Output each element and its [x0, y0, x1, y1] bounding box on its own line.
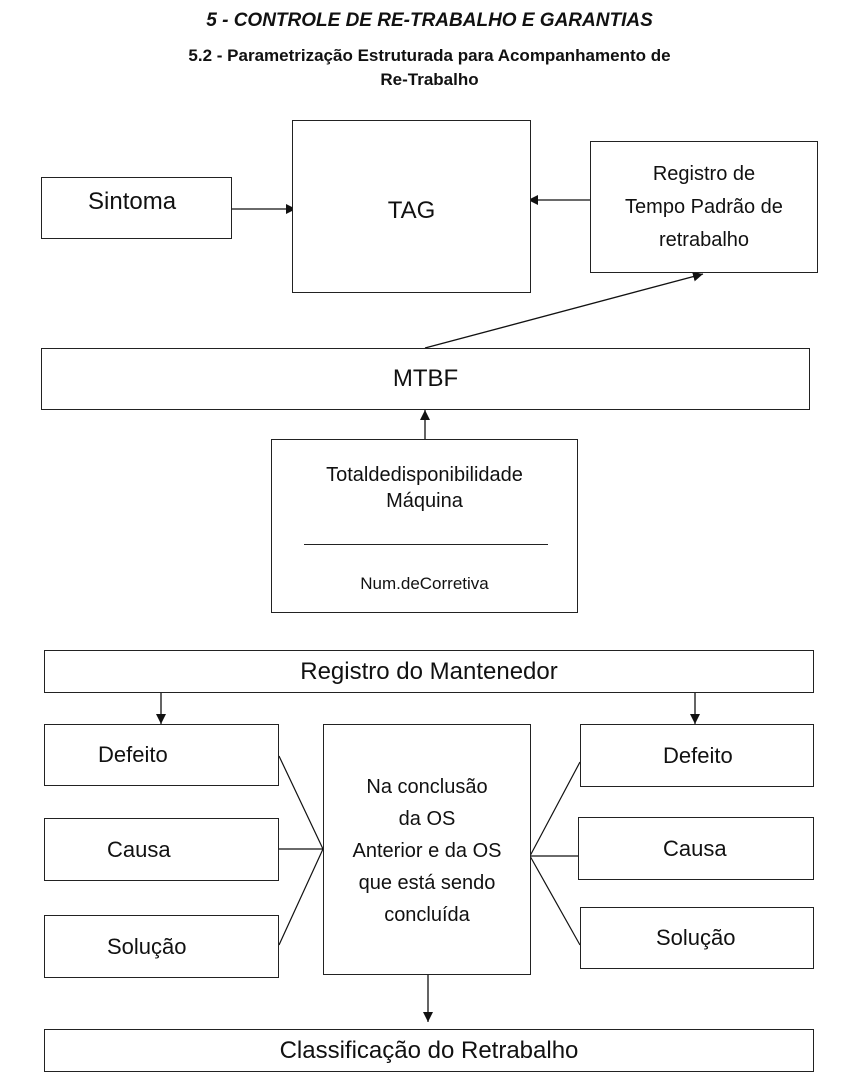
numerator-line-1: Totaldedisponibilidade [326, 464, 523, 486]
registro-tempo-box: Registro de Tempo Padrão de retrabalho [590, 141, 818, 273]
line-left-solucao-to-center [278, 848, 324, 946]
right-solucao-box: Solução [580, 907, 814, 969]
right-defeito-box: Defeito [580, 724, 814, 787]
center-line-1: Na conclusão [366, 776, 488, 798]
center-line-2: da OS [398, 808, 456, 830]
fraction-bar [304, 544, 548, 545]
center-conclusao-box: Na conclusão da OS Anterior e da OS que … [323, 724, 531, 975]
sintoma-box: Sintoma [41, 177, 232, 239]
right-causa-box: Causa [578, 817, 814, 880]
registro-tempo-line-3: retrabalho [658, 228, 750, 251]
line-right-defeito-to-center [529, 761, 581, 857]
tag-label: TAG [387, 197, 436, 224]
arrow-mtbf-to-registro [424, 271, 704, 349]
center-line-3: Anterior e da OS [352, 840, 502, 862]
sintoma-label: Sintoma [88, 188, 177, 215]
right-causa-label: Causa [663, 835, 727, 861]
page-title: 5 - CONTROLE DE RE-TRABALHO E GARANTIAS [206, 10, 653, 31]
registro-mantenedor-box: Registro do Mantenedor [44, 650, 814, 693]
classificacao-box: Classificação do Retrabalho [44, 1029, 814, 1072]
subtitle-line-1: 5.2 - Parametrização Estruturada para Ac… [188, 46, 671, 65]
mtbf-box: MTBF [41, 348, 810, 410]
mtbf-label: MTBF [392, 365, 459, 392]
tag-box: TAG [292, 120, 531, 293]
page-subtitle: 5.2 - Parametrização Estruturada para Ac… [0, 44, 859, 92]
left-causa-box: Causa [44, 818, 279, 881]
line-left-defeito-to-center [278, 755, 324, 850]
right-solucao-label: Solução [656, 925, 736, 950]
formula-numerator: Totaldedisponibilidade Máquina [272, 462, 577, 514]
registro-mantenedor-label: Registro do Mantenedor [300, 657, 558, 685]
mtbf-formula-box: Totaldedisponibilidade Máquina Num.deCor… [271, 439, 578, 613]
registro-tempo-line-1: Registro de [652, 162, 756, 185]
numerator-line-2: Máquina [386, 490, 463, 512]
left-defeito-box: Defeito [44, 724, 279, 786]
center-line-5: concluída [384, 904, 470, 926]
left-solucao-box: Solução [44, 915, 279, 978]
left-defeito-label: Defeito [98, 742, 168, 767]
formula-denominator: Num.deCorretiva [360, 574, 489, 593]
subtitle-line-2: Re-Trabalho [380, 70, 479, 89]
registro-tempo-line-2: Tempo Padrão de [625, 195, 783, 218]
center-line-4: que está sendo [358, 872, 496, 894]
left-solucao-label: Solução [107, 933, 187, 959]
right-defeito-label: Defeito [663, 742, 733, 768]
left-causa-label: Causa [107, 836, 171, 862]
classificacao-label: Classificação do Retrabalho [279, 1036, 579, 1064]
line-right-solucao-to-center [529, 855, 581, 946]
